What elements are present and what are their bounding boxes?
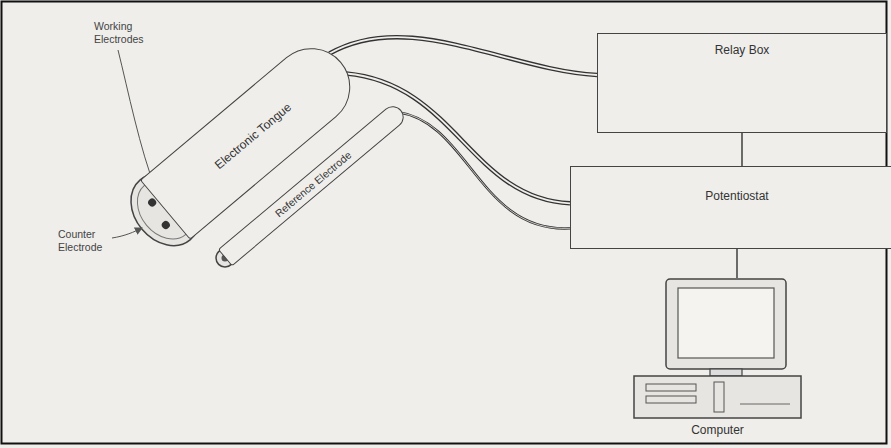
cable	[398, 112, 570, 228]
connector-stroke	[329, 37, 597, 75]
node-text: Relay Box	[598, 43, 886, 57]
node-text: Potentiostat	[571, 189, 891, 203]
electronic-tongue-body: Electronic Tongue	[140, 32, 366, 240]
computer-illustration	[630, 278, 805, 420]
cable-core	[329, 37, 597, 75]
leader-line	[118, 50, 156, 190]
cable-core	[398, 112, 570, 228]
leader-line	[112, 228, 142, 238]
callout-label: Counter Electrode	[58, 228, 118, 254]
connector-stroke	[741, 133, 742, 166]
connector-stroke	[398, 112, 570, 228]
computer: Computer	[630, 278, 805, 440]
connector-stroke	[736, 249, 737, 278]
cable	[329, 37, 597, 75]
relay-box: Relay Box	[597, 33, 887, 133]
node-text: Computer	[630, 423, 805, 437]
potentiostat-box: Potentiostat	[570, 166, 891, 249]
connector-line	[742, 133, 743, 166]
callout-label: Working Electrodes	[94, 20, 174, 46]
node-text: Electronic Tongue	[212, 100, 294, 172]
connector-line	[737, 249, 738, 278]
